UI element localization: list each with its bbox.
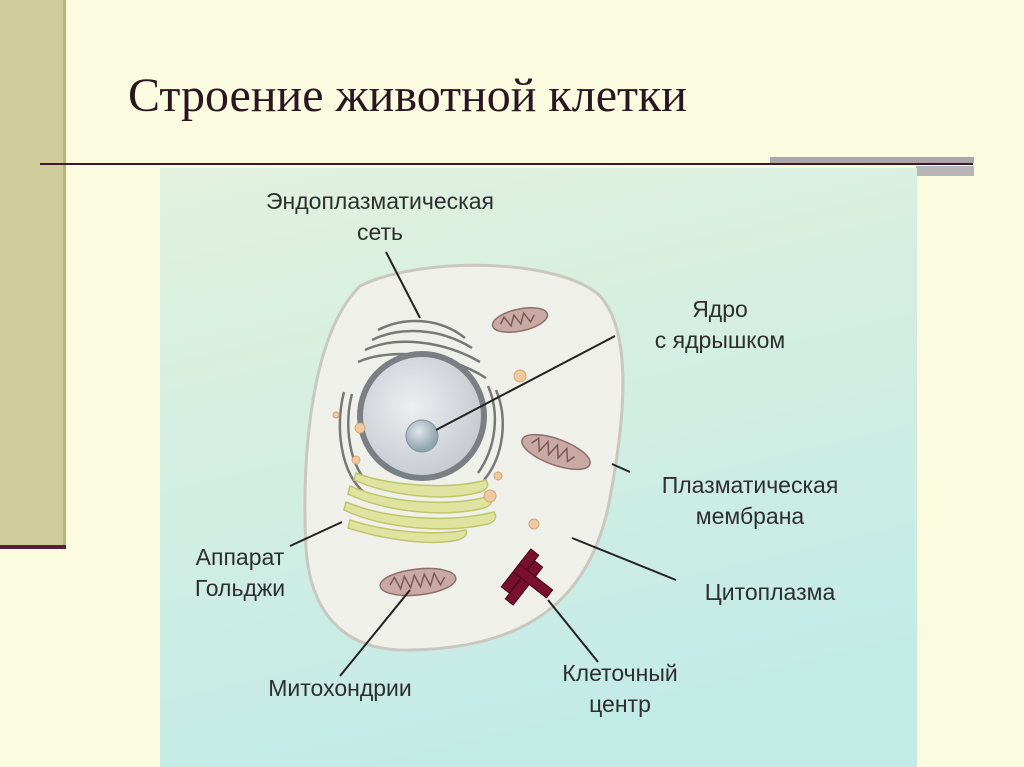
golgi-apparatus: [343, 472, 497, 544]
label-cytoplasm: Цитоплазма: [704, 579, 836, 605]
label-endoplasmic-reticulum: Эндоплазматическая сеть: [266, 188, 494, 245]
label-mitochondria: Митохондрии: [268, 675, 412, 701]
mitochondrion: [379, 567, 457, 597]
mitochondrion: [491, 307, 549, 333]
label-centrosome: Клеточный центр: [562, 660, 678, 717]
left-decor-underline: [0, 545, 66, 549]
label-nucleus: Ядро с ядрышком: [654, 296, 786, 353]
slide-title: Строение животной клетки: [128, 69, 687, 122]
left-decor-bar: [0, 0, 66, 545]
label-plasma-membrane: Плазматическая мембрана: [661, 472, 839, 529]
cell-diagram: Эндоплазматическая сеть Ядро с ядрышком …: [160, 168, 917, 767]
label-golgi-apparatus: Аппарат Гольджи: [194, 544, 286, 601]
centrosome: [500, 548, 554, 606]
cell-diagram-art: [160, 168, 917, 767]
leader-lines: [289, 251, 677, 677]
nucleolus: [405, 419, 439, 453]
vesicles: [332, 369, 540, 530]
nucleus: [357, 351, 487, 481]
mitochondrion: [521, 433, 591, 471]
title-rule-accent: [770, 157, 974, 177]
title-rule: [40, 163, 973, 165]
